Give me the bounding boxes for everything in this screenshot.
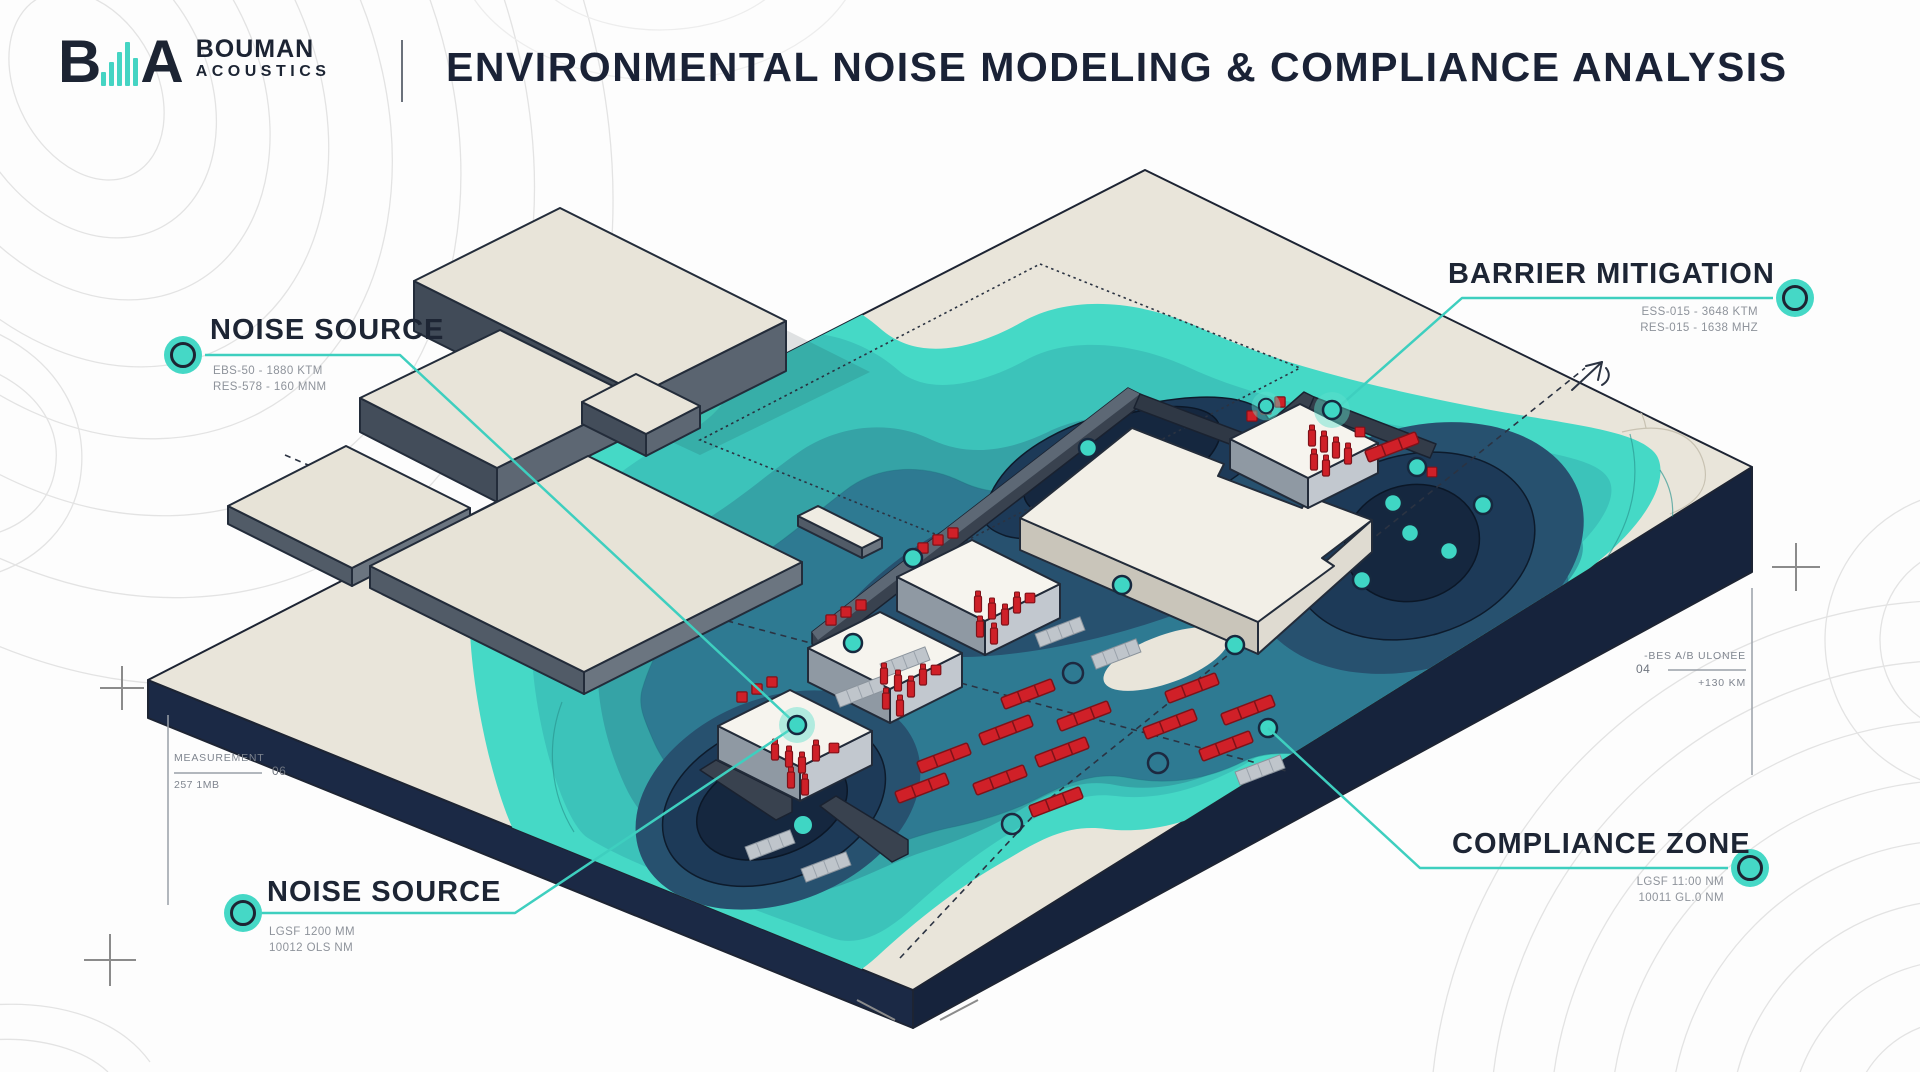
callout-lines [205,296,1773,915]
measurement-dot [1224,634,1246,656]
callout-barrier-mitigation: BARRIER MITIGATION [1448,258,1775,290]
callout-compliance-zone-details: LGSF 11:00 NM 10011 GL.0 NM [1637,874,1724,906]
measurement-dot [1111,574,1133,596]
measurement-dot [902,547,924,569]
callout-compliance-zone: COMPLIANCE ZONE [1452,828,1751,860]
dashed-property-line [284,454,1291,773]
callout-marker-icon [162,334,204,376]
measurement-dot [1077,437,1099,459]
measurement-right-value: 04 [1636,662,1651,676]
callout-noise-source-top-details: EBS-50 - 1880 KTM RES-578 - 160 MNM [213,363,327,395]
crosshair-icon [1772,543,1820,591]
source-highlight-point [1250,390,1282,422]
measurement-right-line1: -BES A/B ULONEE [1644,650,1746,662]
callout-barrier-mitigation-details: ESS-015 - 3648 KTM RES-015 - 1638 MHZ [1640,304,1758,336]
page-title: ENVIRONMENTAL NOISE MODELING & COMPLIANC… [446,44,1788,90]
dashed-survey-line [899,367,1586,959]
source-building [1229,403,1379,509]
survey-marks [84,543,1820,1021]
detail-line: 10011 GL.0 NM [1638,892,1724,904]
measurement-left-label: MEASUREMENT [174,752,265,764]
measurement-rules [167,588,1753,905]
logo-letter-b: B [58,28,101,95]
brand-line2: ACOUSTICS [195,63,331,80]
callout-line [243,723,798,915]
detail-line: RES-578 - 160 MNM [213,381,327,393]
dotted-zone-outline [698,263,1302,545]
brand-line1: BOUMAN [195,35,315,63]
measurement-left-sub: 257 1MB [174,779,220,791]
measurement-dot [794,816,812,834]
detail-line: LGSF 11:00 NM [1636,876,1724,888]
measurement-dot [1382,492,1404,514]
detail-line: RES-015 - 1638 MHZ [1640,322,1758,334]
dashed-boundary-lines [284,263,1586,959]
brand-name: BOUMAN ACOUSTICS [196,36,331,82]
detail-line: 10012 OLS NM [269,942,354,954]
building-pad [797,505,883,559]
north-arrow-icon [1571,361,1610,391]
measurement-dot [1399,522,1421,544]
header-divider [401,40,403,102]
measurement-right-line2: +130 KM [1698,677,1746,689]
noise-barrier-wall [819,795,909,863]
soundwave-bars-icon [101,42,139,86]
brand-logo: B A BOUMAN ACOUSTICS [58,30,330,92]
measurement-dot [1438,540,1460,562]
detail-line: EBS-50 - 1880 KTM [213,365,323,377]
callout-line [1267,727,1728,870]
detail-line: LGSF 1200 MM [269,926,355,938]
measurement-dot [1406,456,1428,478]
measurement-dot [842,632,864,654]
corner-tick-marks [856,999,979,1021]
crosshair-icon [84,934,136,986]
logo-letter-a: A [140,28,183,95]
callout-marker-icon [1774,277,1816,319]
measurement-dots [794,437,1494,836]
logo-mark-icon: B A [58,28,184,95]
noise-source-point [777,705,817,745]
callout-line [1332,296,1773,413]
measurement-dot [1351,569,1373,591]
crosshair-icon [100,666,144,710]
detail-line: ESS-015 - 3648 KTM [1641,306,1758,318]
callout-noise-source-top: NOISE SOURCE [210,314,445,346]
callout-noise-source-bottom-details: LGSF 1200 MM 10012 OLS NM [269,924,355,956]
callout-marker-icon [222,892,264,934]
measurement-left-value: 06 [272,764,287,778]
callout-line [205,353,798,726]
callout-noise-source-bottom: NOISE SOURCE [267,876,502,908]
barrier-target-point [1312,390,1352,430]
measurement-dot [1472,494,1494,516]
terrain-island [1103,627,1229,691]
building-block [581,373,701,457]
